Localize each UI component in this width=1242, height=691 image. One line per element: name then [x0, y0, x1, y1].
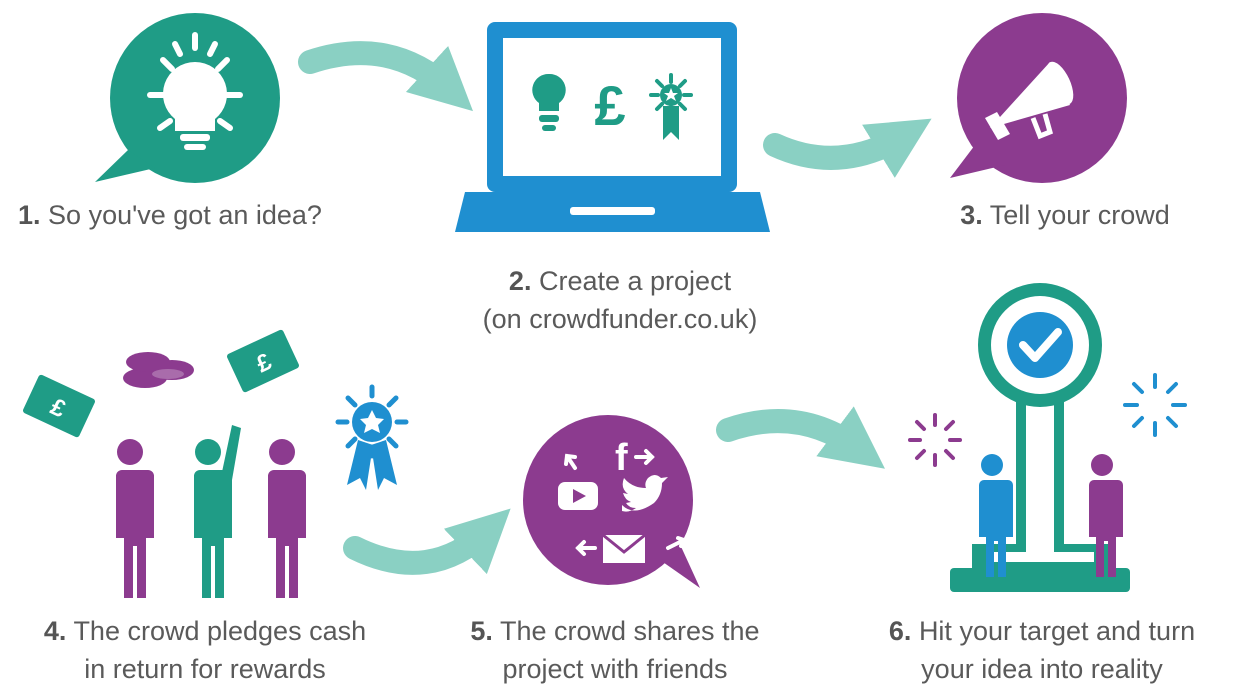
flow-arrow-3: [343, 508, 511, 575]
rosette-icon: [335, 384, 409, 490]
step-2-number: 2.: [508, 266, 532, 296]
firework-icon: [1123, 373, 1187, 437]
lightbulb-icon: [147, 32, 243, 150]
step-6-subtext: your idea into reality: [921, 654, 1163, 684]
step-6-caption: 6. Hit your target and turn your idea in…: [842, 612, 1242, 688]
step-4-text: The crowd pledges cash: [73, 616, 367, 646]
checkmark-icon: [1019, 328, 1062, 362]
facebook-icon: f: [615, 437, 628, 479]
step-5-caption: 5. The crowd shares the project with fri…: [415, 612, 815, 688]
flow-arrow-2: [763, 118, 932, 178]
pound-icon: £: [594, 74, 625, 137]
person-icon: [190, 425, 241, 598]
person-icon: [976, 454, 1013, 577]
flow-arrow-1: [298, 41, 474, 112]
youtube-icon: [558, 482, 598, 510]
share-arrows: [564, 449, 687, 556]
megaphone-bubble: [950, 13, 1127, 183]
banknote-icon: £: [23, 374, 95, 438]
step-4-number: 4.: [43, 616, 67, 646]
step-2-text: Create a project: [538, 266, 732, 296]
target-tower-icon: [950, 283, 1130, 592]
step-1-number: 1.: [18, 200, 41, 230]
step-2-caption: 2. Create a project (on crowdfunder.co.u…: [420, 262, 820, 338]
rosette-icon: [649, 73, 693, 140]
step-1-text: So you've got an idea?: [48, 200, 322, 230]
lightbulb-icon: [532, 73, 566, 131]
step-5-subtext: project with friends: [502, 654, 728, 684]
coins-icon: [123, 352, 194, 388]
step-5-text: The crowd shares the: [499, 616, 760, 646]
laptop-icon: £: [455, 22, 770, 232]
envelope-icon: [602, 533, 646, 563]
person-icon: [1086, 454, 1123, 577]
person-icon: [264, 439, 306, 598]
step-6-text: Hit your target and turn: [918, 616, 1196, 646]
firework-icon: [908, 413, 962, 467]
step-6-number: 6.: [888, 616, 912, 646]
step-1-caption: 1. So you've got an idea?: [18, 196, 378, 234]
person-icon: [112, 439, 154, 598]
banknote-icon: £: [227, 329, 299, 393]
step-5-number: 5.: [470, 616, 493, 646]
idea-bubble: [95, 13, 280, 183]
step-3-number: 3.: [960, 200, 983, 230]
twitter-icon: [622, 475, 668, 512]
flow-arrow-4: [716, 406, 885, 469]
step-3-caption: 3. Tell your crowd: [900, 196, 1230, 234]
social-bubble: f: [523, 415, 700, 588]
step-3-text: Tell your crowd: [989, 200, 1170, 230]
step-4-subtext: in return for rewards: [84, 654, 326, 684]
megaphone-icon: [985, 61, 1074, 140]
step-2-subtext: (on crowdfunder.co.uk): [482, 304, 758, 334]
step-4-caption: 4. The crowd pledges cash in return for …: [5, 612, 405, 688]
